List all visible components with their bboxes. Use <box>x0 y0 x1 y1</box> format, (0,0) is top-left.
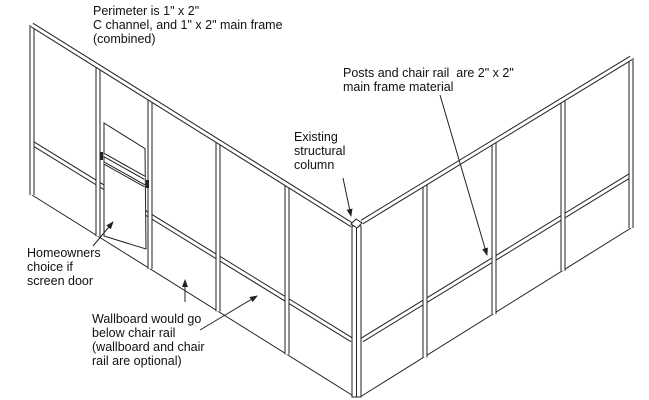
column-arrow <box>342 177 353 217</box>
door-crossbar-top-inner <box>103 154 146 179</box>
left-top-frame-inner <box>31 23 353 227</box>
perimeter-label: Perimeter is 1" x 2" C channel, and 1" x… <box>93 4 283 46</box>
column-label: Existing structural column <box>294 130 346 172</box>
door-crossbar-bottom-inner <box>103 162 146 187</box>
wallboard-label: Wallboard would go below chair rail (wal… <box>92 312 205 368</box>
door-hinge-icon <box>100 152 103 160</box>
screen-door <box>103 122 147 250</box>
posts-arrow <box>439 94 488 256</box>
door-label: Homeowners choice if screen door <box>27 246 101 288</box>
wallboard-arrow-right <box>199 295 258 331</box>
column-cap <box>350 218 363 229</box>
door-arrow <box>92 221 114 247</box>
left-chair-rail-inner <box>31 141 353 342</box>
door-handle-icon <box>146 180 149 188</box>
right-top-frame-inner <box>361 56 632 224</box>
left-floor-line <box>31 194 356 398</box>
posts-label: Posts and chair rail are 2" x 2" main fr… <box>343 66 514 94</box>
